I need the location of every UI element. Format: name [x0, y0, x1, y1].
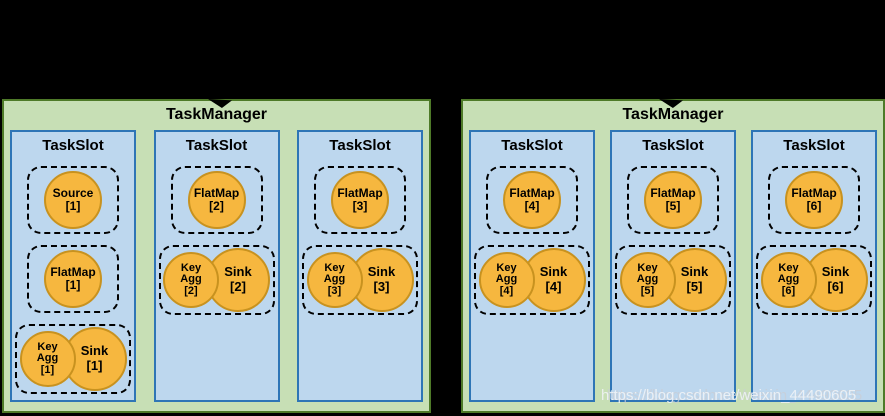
- taskmanager-left: TaskManager TaskSlot Source [1] FlatMap …: [2, 99, 431, 413]
- task-flatmap: FlatMap [3]: [331, 171, 389, 229]
- task-index: [2]: [209, 199, 224, 213]
- task-flatmap: FlatMap [6]: [785, 171, 843, 229]
- task-index: [4]: [524, 199, 540, 213]
- task-index: [5]: [686, 279, 703, 294]
- task-index: [4]: [499, 284, 514, 297]
- watermark: https://blog.csdn.net/weixin_44490605 ht…: [601, 387, 885, 405]
- watermark-text-shadow: https://blog.csdn.net/weixin_44490605: [607, 387, 863, 404]
- taskslot-3: TaskSlot FlatMap [3] Key Agg [3] Sink [3…: [297, 130, 423, 402]
- task-label: FlatMap: [193, 185, 240, 200]
- taskslot-title: TaskSlot: [42, 137, 104, 154]
- operator-group: FlatMap [2]: [170, 166, 263, 234]
- task-index: [3]: [373, 279, 390, 294]
- arrow-head-icon: [208, 99, 232, 108]
- watermark-text: https://blog.csdn.net/weixin_44490605: [601, 387, 857, 404]
- task-index: [5]: [665, 199, 681, 213]
- task-label: Sink: [367, 264, 396, 280]
- taskslot-5: TaskSlot FlatMap [5] Key Agg [5] Sink [5…: [610, 130, 736, 402]
- taskslot-title: TaskSlot: [783, 137, 845, 154]
- task-index: [6]: [806, 199, 822, 213]
- task-index: [1]: [65, 199, 81, 213]
- task-label: FlatMap: [509, 185, 555, 200]
- task-index: [2]: [184, 284, 198, 297]
- taskslot-row: TaskSlot Source [1] FlatMap [1] Key Agg: [4, 130, 429, 402]
- task-index: [1]: [40, 363, 55, 376]
- task-index: [1]: [86, 358, 103, 373]
- task-label: Sink: [539, 264, 568, 280]
- task-label: FlatMap: [650, 185, 696, 200]
- task-label: Key Agg: [36, 340, 59, 365]
- task-source: Source [1]: [44, 171, 102, 229]
- operator-group: FlatMap [4]: [486, 166, 578, 234]
- operator-group: Key Agg [2] Sink [2]: [158, 245, 275, 315]
- taskslot-title: TaskSlot: [185, 137, 248, 154]
- operator-group: Key Agg [5] Sink [5]: [615, 245, 731, 315]
- task-label: Key Agg: [323, 261, 346, 286]
- operator-group: Key Agg [4] Sink [4]: [474, 245, 590, 315]
- task-keyagg: Key Agg [5]: [619, 252, 676, 308]
- taskslot-2: TaskSlot FlatMap [2] Key Agg [2] Sink [2…: [153, 130, 280, 402]
- task-label: Key Agg: [636, 261, 659, 286]
- task-index: [5]: [640, 284, 655, 297]
- taskslot-title: TaskSlot: [642, 137, 704, 154]
- taskslot-row: TaskSlot FlatMap [4] Key Agg [4] Sink [4…: [463, 130, 883, 402]
- task-label: FlatMap: [50, 264, 96, 279]
- task-label: FlatMap: [337, 185, 383, 200]
- task-index: [3]: [327, 284, 342, 297]
- taskmanager-title: TaskManager: [165, 106, 268, 123]
- operator-group: Source [1]: [27, 166, 119, 234]
- task-keyagg: Key Agg [3]: [306, 252, 363, 308]
- task-label: FlatMap: [791, 185, 837, 200]
- task-keyagg: Key Agg [1]: [19, 331, 76, 387]
- task-label: Key Agg: [495, 261, 518, 286]
- task-keyagg: Key Agg [4]: [478, 252, 535, 308]
- taskmanager-title: TaskManager: [622, 106, 724, 123]
- task-index: [3]: [352, 199, 368, 213]
- operator-group: Key Agg [3] Sink [3]: [302, 245, 418, 315]
- taskslot-title: TaskSlot: [501, 137, 563, 154]
- task-flatmap: FlatMap [1]: [44, 250, 102, 308]
- taskslot-title: TaskSlot: [329, 137, 391, 154]
- task-flatmap: FlatMap [4]: [503, 171, 561, 229]
- taskslot-1: TaskSlot Source [1] FlatMap [1] Key Agg: [10, 130, 136, 402]
- taskslot-4: TaskSlot FlatMap [4] Key Agg [4] Sink [4…: [469, 130, 595, 402]
- operator-group: FlatMap [3]: [314, 166, 406, 234]
- task-index: [2]: [230, 279, 246, 294]
- taskslot-6: TaskSlot FlatMap [6] Key Agg [6] Sink [6…: [751, 130, 877, 402]
- task-label: Sink: [224, 264, 252, 280]
- task-flatmap: FlatMap [5]: [644, 171, 702, 229]
- taskmanager-right: TaskManager TaskSlot FlatMap [4] Key Agg…: [461, 99, 885, 413]
- task-index: [4]: [545, 279, 562, 294]
- task-label: Sink: [80, 343, 109, 359]
- task-sink: Sink [4]: [521, 248, 586, 312]
- task-keyagg: Key Agg [6]: [760, 252, 817, 308]
- operator-group: Key Agg [1] Sink [1]: [15, 324, 131, 394]
- task-label: Key Agg: [180, 261, 202, 286]
- task-label: Source: [52, 185, 94, 200]
- task-index: [1]: [65, 278, 81, 292]
- operator-group: Key Agg [6] Sink [6]: [756, 245, 872, 315]
- operator-group: FlatMap [6]: [768, 166, 860, 234]
- task-index: [6]: [827, 279, 844, 294]
- arrow-head-icon: [659, 99, 683, 108]
- operator-group: FlatMap [5]: [627, 166, 719, 234]
- task-flatmap: FlatMap [2]: [187, 171, 246, 229]
- task-label: Sink: [680, 264, 709, 280]
- operator-group: FlatMap [1]: [27, 245, 119, 313]
- task-index: [6]: [781, 284, 796, 297]
- task-keyagg: Key Agg [2]: [163, 252, 219, 308]
- task-label: Sink: [821, 264, 850, 280]
- task-label: Key Agg: [777, 261, 800, 286]
